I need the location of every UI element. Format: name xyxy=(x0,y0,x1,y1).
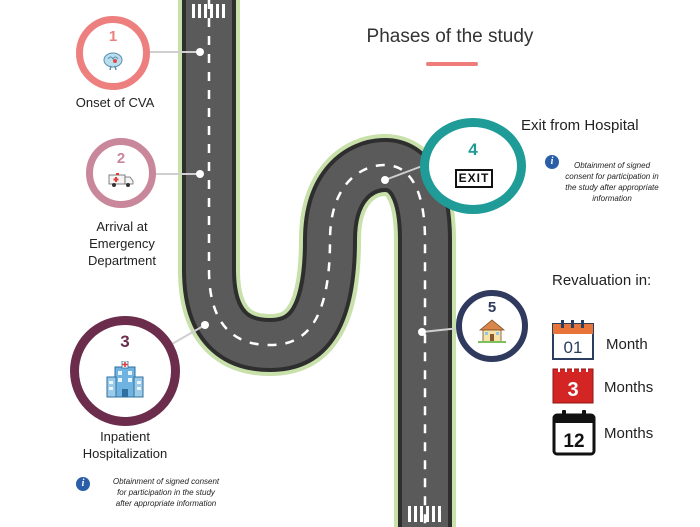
phase-1-circle: 1 xyxy=(76,16,150,90)
info-icon: i xyxy=(545,155,559,169)
calendar-2-value: 3 xyxy=(567,379,578,401)
diagram-title: Phases of the study xyxy=(366,26,534,47)
phase-3-note-line-1: Obtainment of signed consent xyxy=(112,477,220,486)
phase-4-number: 4 xyxy=(468,140,478,159)
phase-2-label-line-2: Emergency xyxy=(89,236,155,251)
revaluation-1-label: Month xyxy=(606,336,648,353)
brain-icon xyxy=(102,51,124,76)
info-icon: i xyxy=(76,477,90,491)
phase-4-note-line-3: the study after appropriate xyxy=(565,183,659,192)
title-underline xyxy=(426,62,478,66)
ambulance-icon xyxy=(108,172,134,193)
phase-2-label: Arrival at Emergency Department xyxy=(62,218,182,269)
phase-3-label-line-1: Inpatient xyxy=(100,429,150,444)
phase-5-circle: 5 xyxy=(456,290,528,362)
phase-3-note-line-2: for participation in the study xyxy=(117,488,215,497)
calendar-icon: 01 xyxy=(552,320,594,365)
phase-4-label: Exit from Hospital xyxy=(521,117,639,134)
phase-3-circle: 3 xyxy=(70,316,180,426)
phase-3-number: 3 xyxy=(120,332,130,351)
phase-4-consent-note: Obtainment of signed consent for partici… xyxy=(552,160,672,204)
revaluation-3-label: Months xyxy=(604,425,654,442)
phase-4-circle: 4 EXIT xyxy=(420,118,526,214)
phase-1-number: 1 xyxy=(108,28,118,45)
phase-2-number: 2 xyxy=(116,150,126,167)
calendar-icon: 12 xyxy=(552,410,596,461)
phase-1-label: Onset of CVA xyxy=(75,95,155,110)
calendar-icon: 3 xyxy=(552,366,594,409)
phase-3-label: Inpatient Hospitalization xyxy=(65,428,185,462)
phase-2-circle: 2 xyxy=(86,138,156,208)
revaluation-2-label: Months xyxy=(604,379,654,396)
phase-4-note-line-1: Obtainment of signed xyxy=(573,161,651,170)
phase-4-note-line-2: consent for participation in xyxy=(565,172,659,181)
house-icon xyxy=(477,318,507,349)
phase-3-label-line-2: Hospitalization xyxy=(82,446,168,461)
phase-3-consent-note: Obtainment of signed consent for partici… xyxy=(96,476,236,509)
phase-5-number: 5 xyxy=(487,299,497,316)
hospital-icon xyxy=(105,360,145,404)
phase-2-label-line-1: Arrival at xyxy=(96,219,148,234)
exit-sign-icon: EXIT xyxy=(455,169,493,188)
phase-2-label-line-3: Department xyxy=(88,253,156,268)
revaluation-title: Revaluation in: xyxy=(552,272,652,289)
phase-4-note-line-4: information xyxy=(592,194,632,203)
calendar-3-value: 12 xyxy=(563,431,584,452)
phase-3-note-line-3: after appropriate information xyxy=(115,499,217,508)
calendar-1-value: 01 xyxy=(564,338,583,357)
